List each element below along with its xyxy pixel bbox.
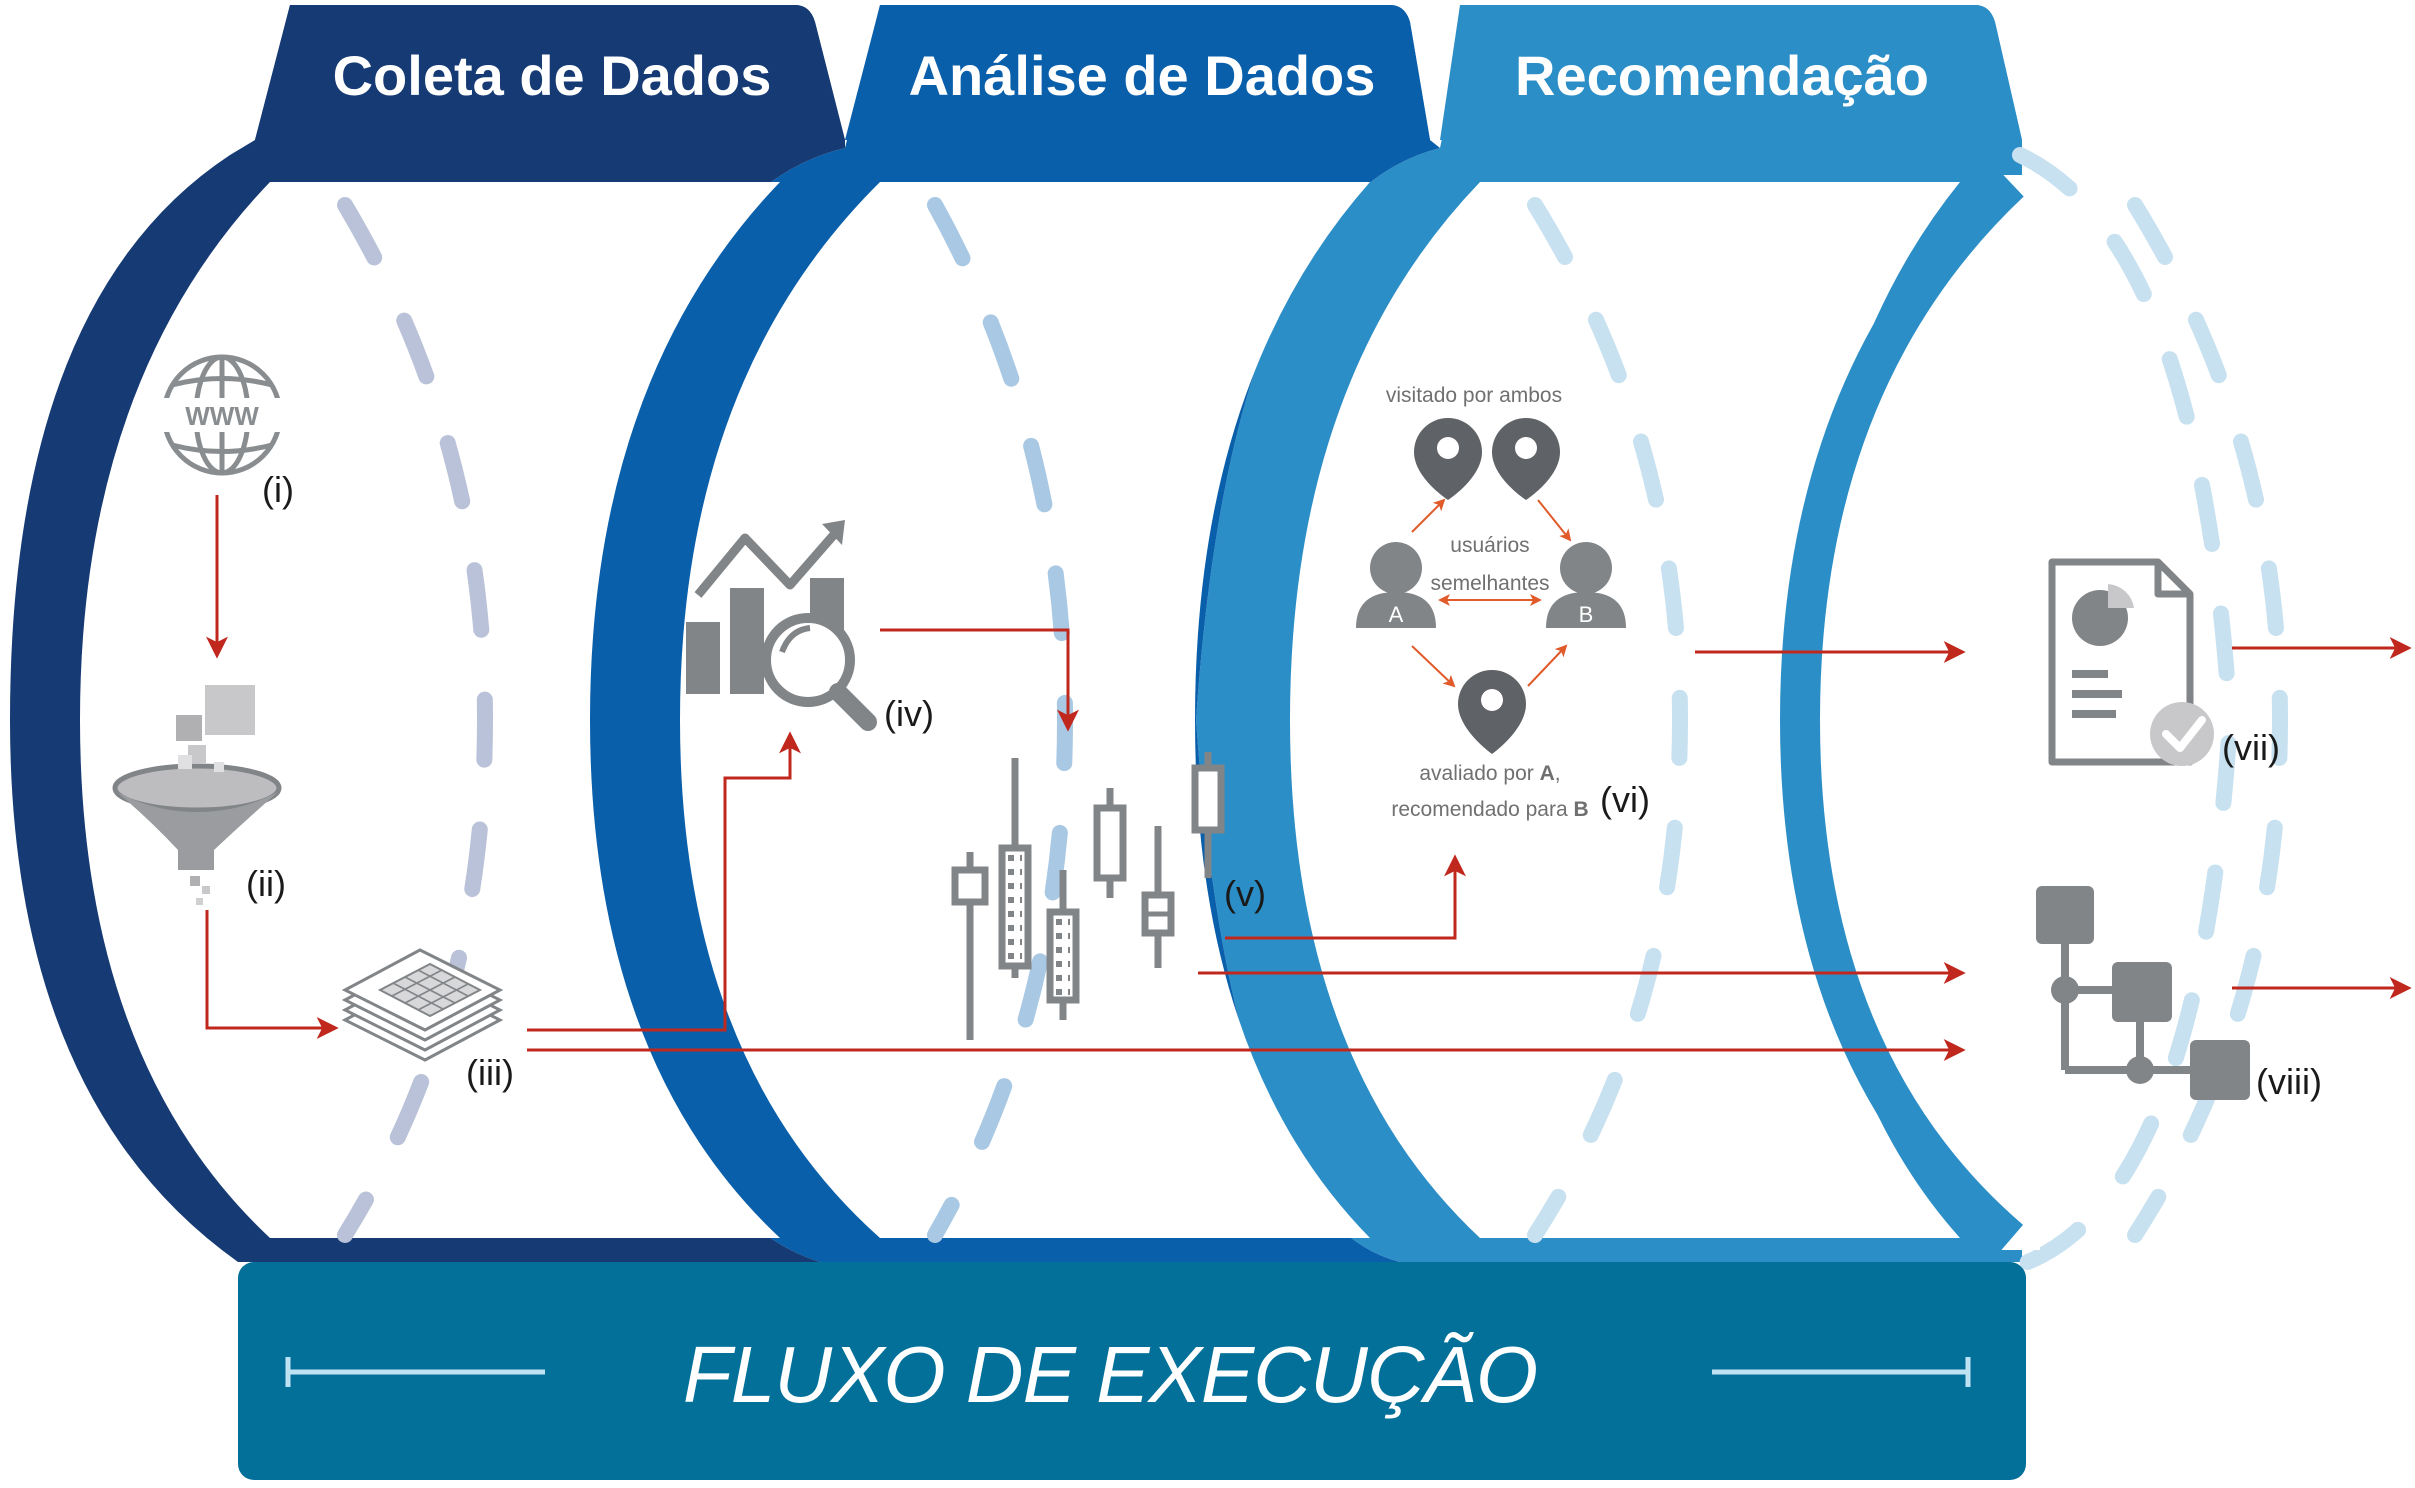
stage-title-coleta: Coleta de Dados xyxy=(333,44,772,107)
step-label-i: (i) xyxy=(262,469,294,510)
execution-flow-bar: FLUXO DE EXECUÇÃO xyxy=(238,1262,2026,1480)
report-document-icon xyxy=(2048,558,2214,766)
funnel-icon xyxy=(112,685,282,905)
step-label-vi: (vi) xyxy=(1600,779,1650,820)
arrow-iv-to-v xyxy=(880,628,1079,732)
arrow-iii-to-iv xyxy=(527,731,801,1032)
flow-title: FLUXO DE EXECUÇÃO xyxy=(683,1330,1537,1419)
step-label-iii: (iii) xyxy=(466,1052,514,1093)
recommended-to-b-label: recomendado para B xyxy=(1391,798,1588,821)
candlestick-chart-icon xyxy=(951,752,1225,1040)
stage-title-recomendacao: Recomendação xyxy=(1515,44,1929,107)
flow-arrows xyxy=(205,495,2412,1061)
step-label-vii: (vii) xyxy=(2222,727,2280,768)
similar-users-icon: visitado por ambos A B usuários semelhan xyxy=(1356,384,1626,821)
stage-coleta: Coleta de Dados xyxy=(10,5,845,1262)
similar-users-line2: semelhantes xyxy=(1430,572,1549,595)
visited-both-label: visitado por ambos xyxy=(1386,384,1562,407)
user-b-letter: B xyxy=(1579,602,1594,627)
user-a-letter: A xyxy=(1389,602,1404,627)
stage-analise: Análise de Dados xyxy=(580,5,1440,1262)
arrow-ii-to-iii xyxy=(205,910,339,1039)
stage-title-analise: Análise de Dados xyxy=(909,44,1376,107)
node-tree-icon xyxy=(2036,886,2250,1100)
data-sheets-icon xyxy=(341,948,504,1062)
user-b-avatar: B xyxy=(1546,542,1626,628)
arrow-v-to-vi xyxy=(1225,854,1466,940)
globe-www-text: WWW xyxy=(185,401,259,431)
step-label-viii: (viii) xyxy=(2256,1061,2322,1102)
globe-www-icon: WWW xyxy=(158,354,286,476)
map-pin-icon xyxy=(1414,418,1482,500)
similar-users-line1: usuários xyxy=(1450,534,1529,557)
step-label-ii: (ii) xyxy=(246,863,286,904)
step-label-iv: (iv) xyxy=(884,693,934,734)
chart-magnifier-icon xyxy=(686,520,877,731)
step-label-v: (v) xyxy=(1224,873,1266,914)
user-a-avatar: A xyxy=(1356,542,1436,628)
map-pin-icon xyxy=(1492,418,1560,500)
map-pin-icon xyxy=(1458,670,1526,754)
rated-by-a-label: avaliado por A, xyxy=(1419,762,1560,785)
